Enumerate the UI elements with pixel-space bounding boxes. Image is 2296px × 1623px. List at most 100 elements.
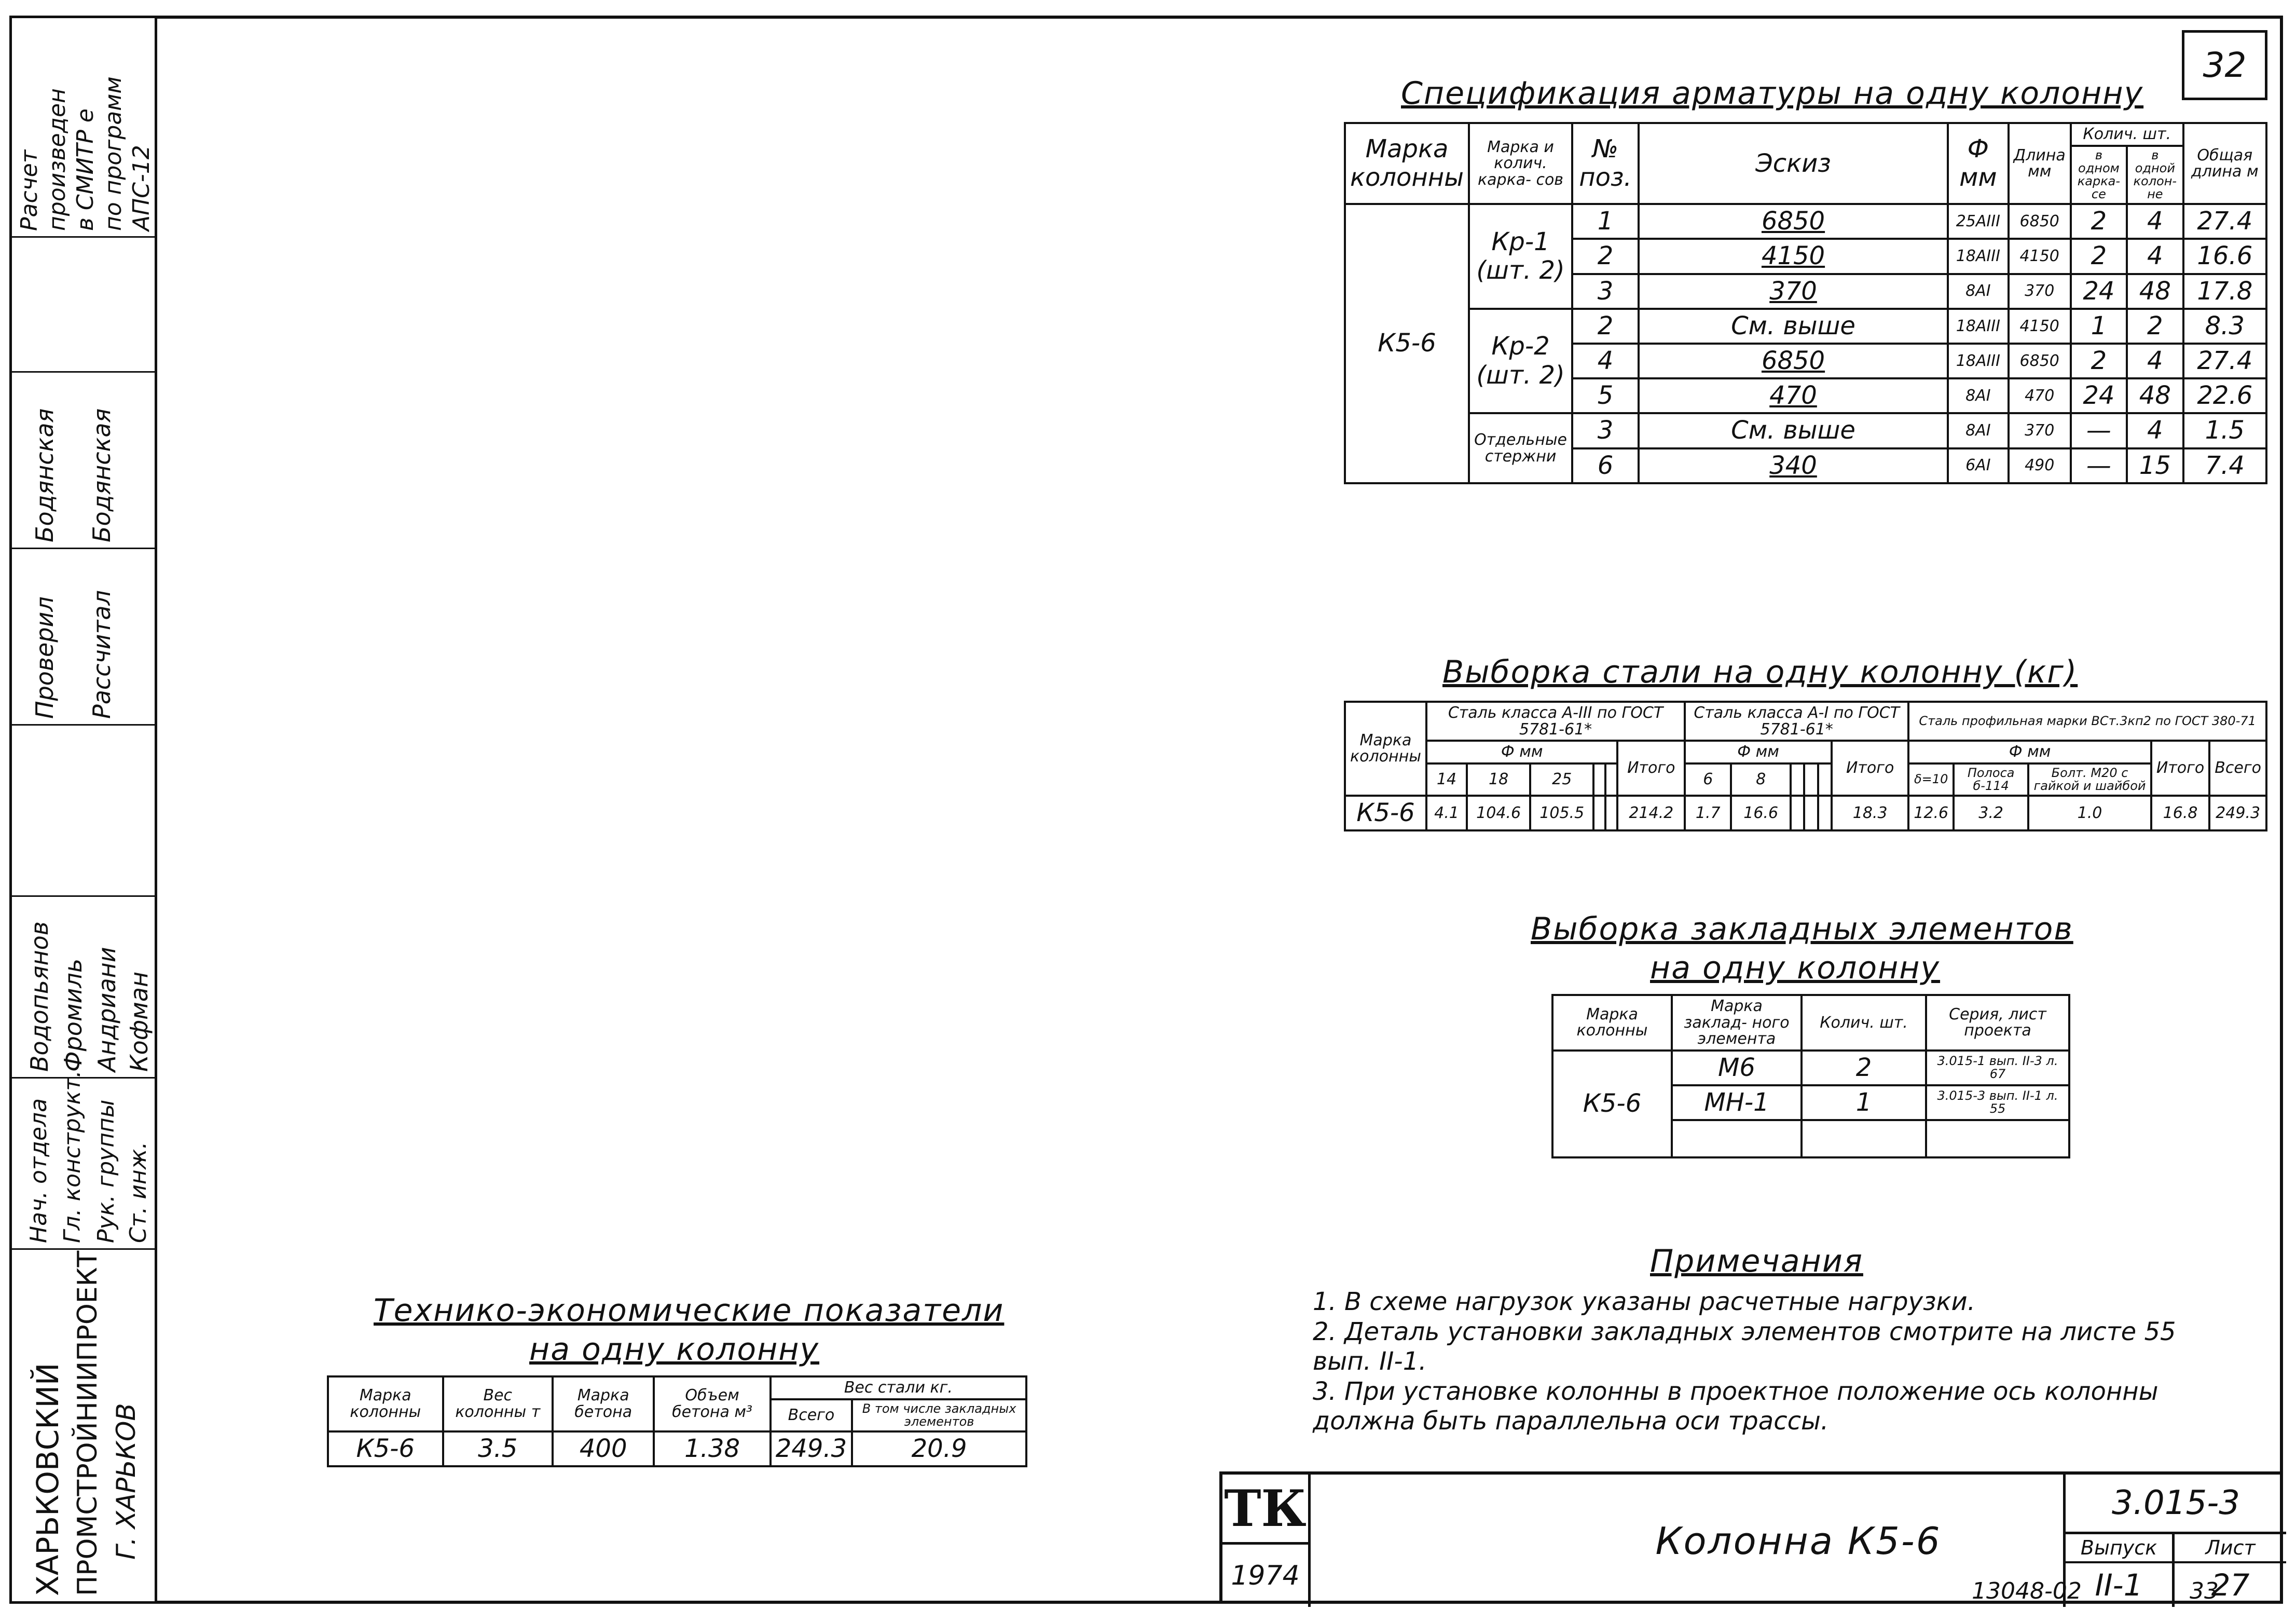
spec-total: 16.6 xyxy=(2182,238,2268,275)
emb-h-mark: Марка колонны xyxy=(1551,994,1673,1052)
org-name: ХАРЬКОВСКИЙ xyxy=(30,1362,65,1596)
tech-h-mark: Марка колонны xyxy=(327,1375,444,1433)
steel-sub: 8 xyxy=(1730,762,1792,797)
spec-pos: 4 xyxy=(1571,342,1640,380)
steel-sub: 6 xyxy=(1684,762,1733,797)
emb-series: 3.015-1 вып. II-3 л. 67 xyxy=(1925,1049,2070,1086)
steel-h-vsego: Всего xyxy=(2208,740,2267,797)
spec-c2: 4 xyxy=(2126,203,2184,240)
spec-dia: 18АIII xyxy=(1946,307,2010,345)
spec-dia: 8АI xyxy=(1946,377,2010,415)
emb-column-mark: К5-6 xyxy=(1551,1049,1673,1158)
side-stamp: Расчет произведен в СМИТР е по программ … xyxy=(9,16,157,1604)
steel-val xyxy=(1803,794,1819,832)
spec-total: 27.4 xyxy=(2182,203,2268,240)
spec-h-colmark: Марка колонны xyxy=(1343,121,1470,206)
steel-total: 16.8 xyxy=(2150,794,2211,832)
tech-h-steel-emb: В том числе закладных элементов xyxy=(851,1398,1027,1433)
spec-c1: — xyxy=(2069,412,2128,449)
steel-h-itogo: Итого xyxy=(1831,740,1910,797)
spec-h-length: Длина мм xyxy=(2007,121,2072,206)
spec-c1: 2 xyxy=(2069,203,2128,240)
spec-dia: 25АIII xyxy=(1946,203,2010,240)
org-cell: ХАРЬКОВСКИЙ ПРОМСТРОЙНИИПРОЕКТ Г. ХАРЬКО… xyxy=(12,1248,155,1604)
emb-empty xyxy=(1671,1119,1803,1158)
tech-h-volume: Объем бетона м³ xyxy=(653,1375,772,1433)
steel-val: 12.6 xyxy=(1907,794,1955,832)
tech-volume: 1.38 xyxy=(653,1430,772,1468)
spec-dia: 18АIII xyxy=(1946,238,2010,275)
steel-total: 18.3 xyxy=(1831,794,1910,832)
embedded-title-1: Выборка закладных элементов xyxy=(1531,911,2073,947)
emb-el: МН-1 xyxy=(1671,1084,1803,1121)
title-issue-cell: Выпуск II-1 xyxy=(2063,1534,2175,1607)
spec-pos: 3 xyxy=(1571,412,1640,449)
footer-doc-number: 13048-02 xyxy=(1972,1578,2082,1604)
steel-val: 1.7 xyxy=(1684,794,1733,832)
org-city: Г. ХАРЬКОВ xyxy=(111,1403,141,1560)
title-sheet-cell: Лист 27 xyxy=(2175,1534,2286,1607)
spec-c1: 2 xyxy=(2069,238,2128,275)
stamp-role: Ст. инж. xyxy=(125,1141,152,1243)
spec-dia: 8АI xyxy=(1946,272,2010,310)
steel-table: Марка колонны Сталь класса А-III по ГОСТ… xyxy=(1344,701,2267,832)
stamp-name: Фромиль xyxy=(59,958,87,1072)
spec-c2: 15 xyxy=(2126,447,2184,484)
steel-sub xyxy=(1817,762,1833,797)
spec-len: 370 xyxy=(2007,412,2072,449)
steel-sub: Болт. М20 с гайкой и шайбой xyxy=(2027,762,2152,797)
steel-val xyxy=(1789,794,1806,832)
spec-c1: 2 xyxy=(2069,342,2128,380)
title-block: ТК 1974 Колонна К5-6 3.015-3 Выпуск II-1… xyxy=(1219,1471,2286,1607)
spec-h-count-cage: в одном карка- се xyxy=(2069,144,2128,206)
spec-title: Спецификация арматуры на одну колонну xyxy=(1401,75,2144,112)
emb-el: М6 xyxy=(1671,1049,1803,1086)
spec-c2: 4 xyxy=(2126,412,2184,449)
note-item: 3. При установке колонны в проектное пол… xyxy=(1313,1376,2158,1436)
steel-val: 4.1 xyxy=(1425,794,1468,832)
stamp-role: Нач. отдела xyxy=(25,1098,52,1243)
tech-concrete: 400 xyxy=(551,1430,655,1468)
spec-cage: Кр-2 (шт. 2) xyxy=(1468,307,1573,415)
emb-series: 3.015-3 вып. II-1 л. 55 xyxy=(1925,1084,2070,1121)
steel-total: 214.2 xyxy=(1616,794,1686,832)
stamp-role: Рассчитал xyxy=(88,590,116,719)
emb-empty xyxy=(1800,1119,1927,1158)
title-year: 1974 xyxy=(1222,1545,1311,1607)
stamp-role: Гл. конструкт. xyxy=(59,1070,86,1243)
spec-h-cage: Марка и колич. карка- сов xyxy=(1468,121,1573,206)
spec-h-total: Общая длина м xyxy=(2182,121,2268,206)
note-item: 2. Деталь установки закладных элементов … xyxy=(1313,1317,2176,1376)
spec-total: 8.3 xyxy=(2182,307,2268,345)
steel-val xyxy=(1817,794,1833,832)
steel-val: 16.6 xyxy=(1730,794,1792,832)
spec-pos: 6 xyxy=(1571,447,1640,484)
tech-mark: К5-6 xyxy=(327,1430,444,1468)
spec-pos: 5 xyxy=(1571,377,1640,415)
sheet-number: 32 xyxy=(2182,30,2267,100)
stamp-role: Бодянская xyxy=(31,408,59,542)
steel-h-prof: Сталь профильная марки ВСт.3кп2 по ГОСТ … xyxy=(1907,701,2267,742)
steel-val xyxy=(1604,794,1619,832)
spec-len: 490 xyxy=(2007,447,2072,484)
embedded-title-2: на одну колонну xyxy=(1650,950,1941,986)
steel-h-a1: Сталь класса А-I по ГОСТ 5781-61* xyxy=(1684,701,1910,742)
emb-h-element: Марка заклад- ного элемента xyxy=(1671,994,1803,1052)
spec-total: 17.8 xyxy=(2182,272,2268,310)
spec-h-count-col: в одной колон- не xyxy=(2126,144,2184,206)
org-institute: ПРОМСТРОЙНИИПРОЕКТ xyxy=(72,1250,103,1596)
stamp-role: Бодянская xyxy=(88,408,116,542)
calc-note-line-2: произведен xyxy=(44,88,71,231)
spec-table: Марка колонны Марка и колич. карка- сов … xyxy=(1343,121,2268,484)
spec-len: 470 xyxy=(2007,377,2072,415)
steel-val: 1.0 xyxy=(2027,794,2152,832)
note-item: 1. В схеме нагрузок указаны расчетные на… xyxy=(1313,1287,1975,1316)
tech-h-weight: Вес колонны т xyxy=(442,1375,554,1433)
steel-sub: δ=10 xyxy=(1907,762,1955,797)
calc-note-line-1: Расчет xyxy=(16,149,43,231)
steel-sub xyxy=(1803,762,1819,797)
stamp-names: Водопьянов Фромиль Андриани Кофман xyxy=(12,895,155,1079)
footer-page: 33 xyxy=(2190,1578,2219,1604)
spec-c2: 4 xyxy=(2126,342,2184,380)
steel-h-dia: Ф мм xyxy=(1907,740,2152,765)
